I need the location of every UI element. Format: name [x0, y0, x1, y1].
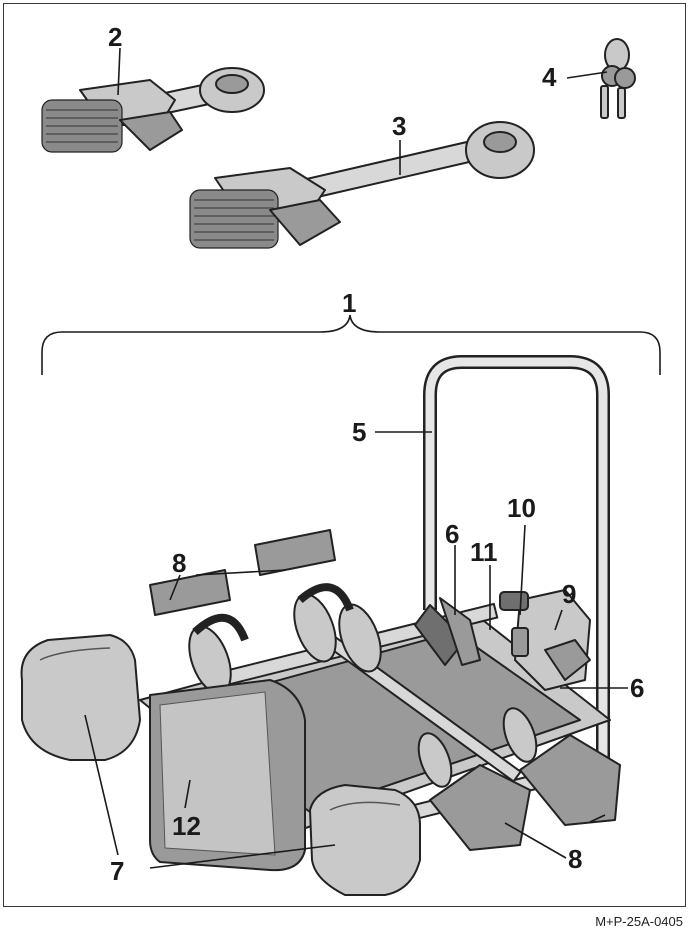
bike-holder-short — [41, 67, 265, 153]
leader-lines — [84, 47, 628, 869]
callout-6a: 6 — [445, 519, 459, 549]
callout-6b: 6 — [630, 673, 644, 703]
callout-2: 2 — [108, 22, 122, 52]
callout-11: 11 — [470, 537, 498, 567]
bike-holder-long — [189, 121, 535, 249]
callout-5: 5 — [352, 417, 366, 447]
callout-9: 9 — [562, 579, 576, 609]
callout-4: 4 — [542, 62, 557, 92]
reference-code: M+P-25A-0405 — [595, 914, 683, 929]
callout-8b: 8 — [568, 844, 582, 874]
bike-carrier-assembly — [20, 355, 621, 896]
bracket — [41, 314, 661, 375]
callout-1: 1 — [342, 288, 356, 318]
key-icon — [600, 38, 636, 119]
callout-7a: 7 — [110, 856, 124, 886]
callout-8a: 8 — [172, 548, 186, 578]
callout-10: 10 — [507, 493, 536, 523]
callout-12: 12 — [172, 811, 201, 841]
callout-3: 3 — [392, 111, 406, 141]
